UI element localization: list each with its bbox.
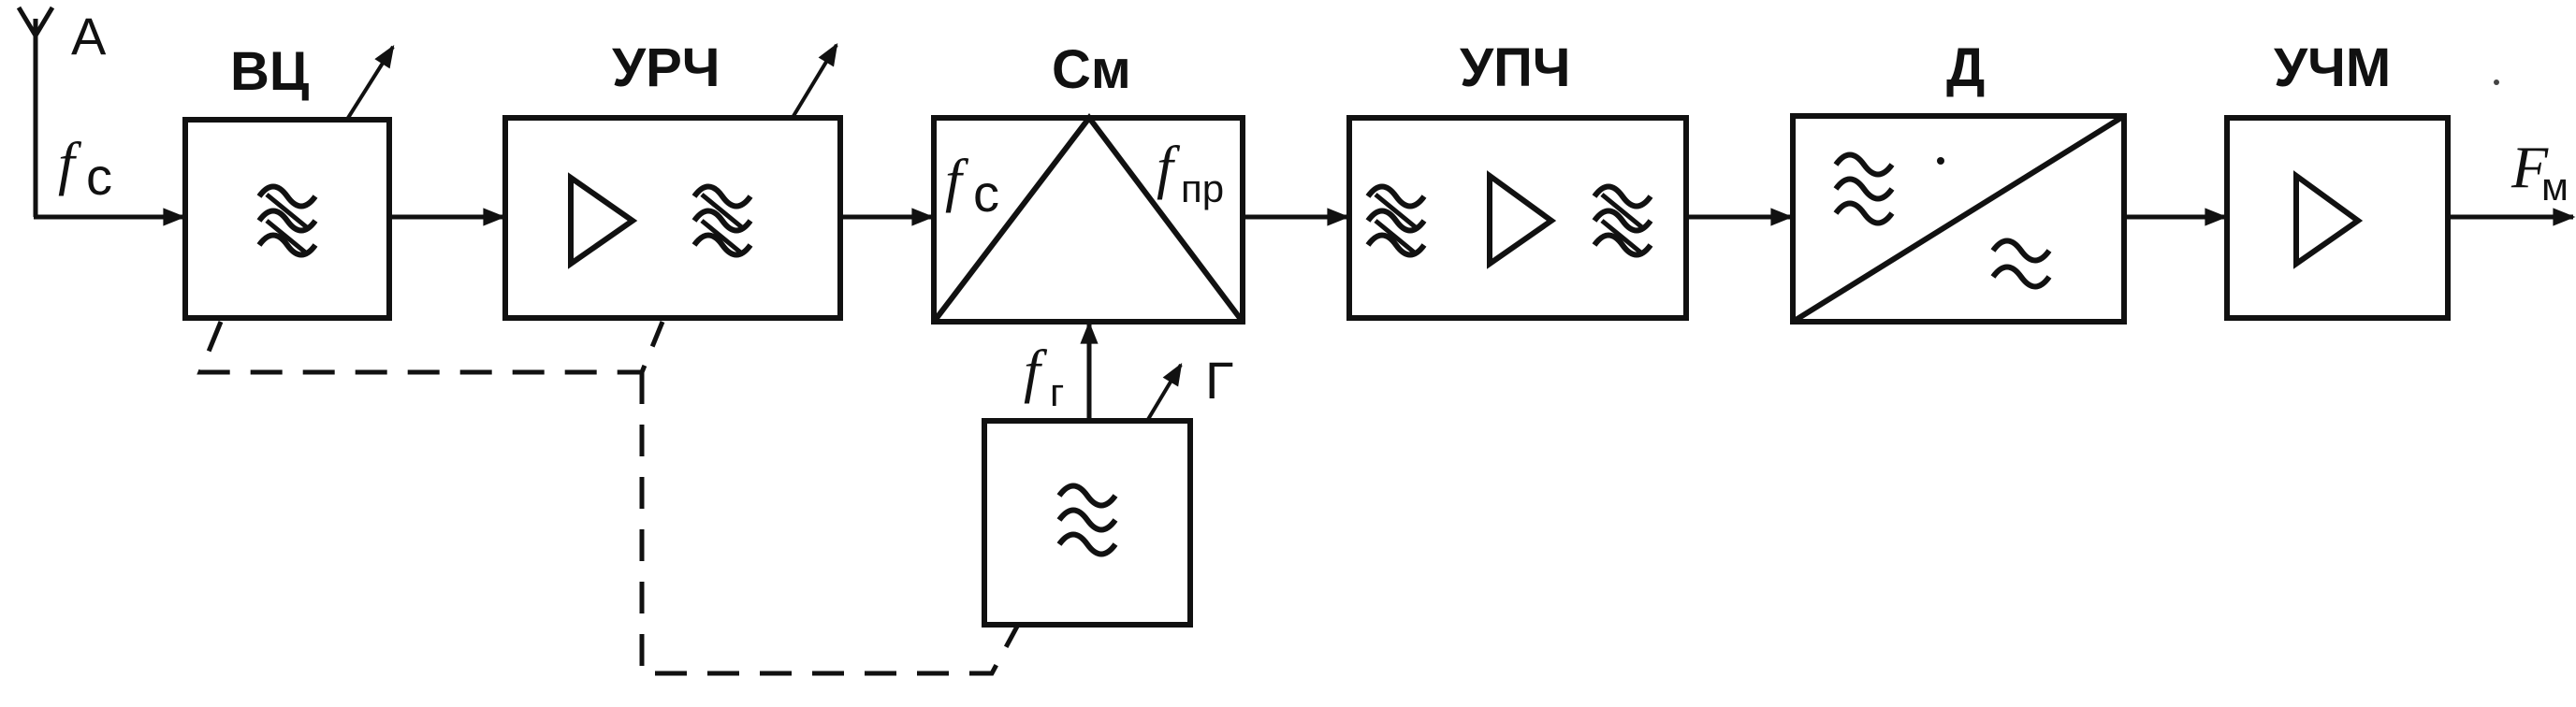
filter-icon bbox=[259, 187, 315, 255]
block-generator: Г bbox=[982, 351, 1233, 628]
svg-text:г: г bbox=[1050, 370, 1064, 414]
svg-text:f: f bbox=[58, 130, 82, 196]
amplifier-icon bbox=[1487, 170, 1557, 269]
signal-fm-output: F м bbox=[2511, 134, 2569, 209]
svg-text:f: f bbox=[1157, 134, 1181, 200]
block-sm-title: См bbox=[1052, 39, 1131, 100]
rf-waves-icon bbox=[1836, 155, 1892, 224]
amplifier-icon bbox=[2293, 170, 2364, 269]
tuning-arrow-icon bbox=[792, 42, 838, 118]
tuning-arrow-icon bbox=[1145, 362, 1183, 423]
block-d: Д bbox=[1790, 37, 2127, 325]
ganged-tuning-link-bottom bbox=[639, 372, 1021, 676]
filter-icon bbox=[1594, 187, 1651, 255]
svg-text:м: м bbox=[2541, 165, 2569, 209]
svg-text:f: f bbox=[945, 147, 969, 213]
mixer-icon bbox=[931, 113, 1245, 324]
lf-waves-icon bbox=[1993, 241, 2049, 287]
tuning-arrow-icon bbox=[346, 44, 395, 120]
filter-icon bbox=[694, 187, 750, 255]
signal-fg: f г bbox=[1024, 338, 1064, 414]
speck bbox=[2494, 79, 2499, 85]
detector-diagonal bbox=[1791, 113, 2126, 325]
signal-fc-mixer: f c bbox=[945, 147, 999, 223]
svg-text:f: f bbox=[1024, 338, 1048, 404]
block-generator-title: Г bbox=[1205, 351, 1233, 410]
block-vc: ВЦ bbox=[182, 41, 395, 321]
ganged-tuning-link-top bbox=[196, 321, 665, 375]
dot bbox=[1937, 157, 1944, 165]
svg-text:F: F bbox=[2511, 134, 2549, 200]
svg-text:c: c bbox=[973, 164, 999, 223]
antenna-label: А bbox=[71, 7, 107, 65]
block-d-title: Д bbox=[1946, 37, 1985, 98]
signal-fpr-mixer: f пр bbox=[1157, 134, 1224, 210]
oscillator-waves-icon bbox=[1059, 486, 1115, 555]
block-urch: УРЧ bbox=[502, 37, 843, 321]
svg-text:c: c bbox=[86, 147, 112, 206]
block-sm: См f c f пр bbox=[931, 39, 1245, 325]
block-upch: УПЧ bbox=[1346, 37, 1689, 321]
signal-fc-input: f c bbox=[58, 130, 112, 206]
antenna-icon bbox=[16, 6, 55, 217]
filter-icon bbox=[1368, 187, 1424, 255]
block-uchm: УЧМ bbox=[2224, 37, 2451, 321]
block-uchm-title: УЧМ bbox=[2274, 37, 2391, 98]
block-urch-title: УРЧ bbox=[612, 37, 720, 98]
block-vc-title: ВЦ bbox=[230, 41, 309, 102]
svg-text:пр: пр bbox=[1181, 166, 1224, 210]
amplifier-icon bbox=[568, 172, 638, 269]
block-upch-title: УПЧ bbox=[1460, 37, 1571, 98]
